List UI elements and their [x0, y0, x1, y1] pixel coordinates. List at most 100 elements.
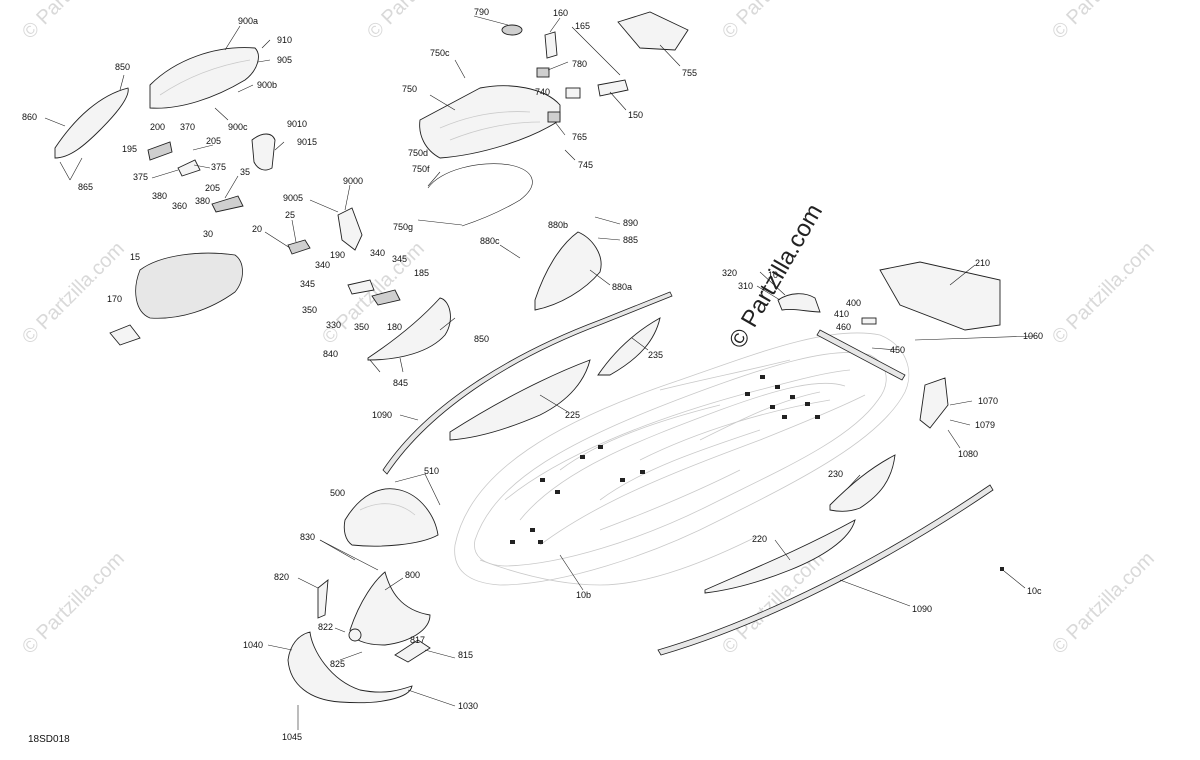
callout-label: 210 — [975, 258, 990, 268]
callout-label: 235 — [648, 350, 663, 360]
callout-label: 815 — [458, 650, 473, 660]
watermark: © Partzilla.com — [1048, 238, 1159, 349]
callout-label: 820 — [274, 572, 289, 582]
callout-label: 35 — [240, 167, 250, 177]
callout-label: 817 — [410, 635, 425, 645]
callout-label: 170 — [107, 294, 122, 304]
callout-label: 1030 — [458, 701, 478, 711]
callout-label: 850 — [474, 334, 489, 344]
callout-label: 755 — [682, 68, 697, 78]
watermark: © Partzilla.com — [1048, 0, 1159, 44]
callout-label: 1090 — [912, 604, 932, 614]
callout-label: 745 — [578, 160, 593, 170]
callout-label: 380 — [195, 196, 210, 206]
callout-label: 230 — [828, 469, 843, 479]
callout-label: 460 — [836, 322, 851, 332]
callout-labels: 900a 910 905 900b 900c 850 860 865 200 3… — [22, 7, 1043, 742]
callout-label: 790 — [474, 7, 489, 17]
callout-label: 340 — [370, 248, 385, 258]
watermark: © Partzilla.com — [1048, 548, 1159, 659]
callout-label: 375 — [211, 162, 226, 172]
callout-label: 205 — [206, 136, 221, 146]
callout-label: 185 — [414, 268, 429, 278]
callout-label: 20 — [252, 224, 262, 234]
callout-label: 370 — [180, 122, 195, 132]
callout-label: 450 — [890, 345, 905, 355]
callout-label: 350 — [302, 305, 317, 315]
callout-label: 750f — [412, 164, 430, 174]
callout-label: 845 — [393, 378, 408, 388]
callout-label: 1060 — [1023, 331, 1043, 341]
callout-label: 350 — [354, 322, 369, 332]
callout-label: 25 — [285, 210, 295, 220]
callout-label: 885 — [623, 235, 638, 245]
callout-label: 1080 — [958, 449, 978, 459]
callout-label: 750 — [402, 84, 417, 94]
callout-label: 750g — [393, 222, 413, 232]
callout-label: 1045 — [282, 732, 302, 742]
callout-label: 340 — [315, 260, 330, 270]
callout-label: 30 — [203, 229, 213, 239]
callout-label: 830 — [300, 532, 315, 542]
callout-label: 840 — [323, 349, 338, 359]
callout-label: 200 — [150, 122, 165, 132]
callout-label: 750c — [430, 48, 450, 58]
callout-label: 765 — [572, 132, 587, 142]
watermark: © Partzilla.com — [363, 0, 474, 44]
callout-label: 345 — [392, 254, 407, 264]
callout-label: 10b — [576, 590, 591, 600]
diagram-code: 18SD018 — [28, 734, 70, 745]
callout-label: 9000 — [343, 176, 363, 186]
callout-label: 10 — [768, 270, 778, 280]
callout-label: 190 — [330, 250, 345, 260]
callout-label: 1070 — [978, 396, 998, 406]
callout-label: 880b — [548, 220, 568, 230]
callout-label: 860 — [22, 112, 37, 122]
callout-label: 400 — [846, 298, 861, 308]
callout-label: 310 — [738, 281, 753, 291]
callout-label: 360 — [172, 201, 187, 211]
callout-label: 225 — [565, 410, 580, 420]
callout-label: 905 — [277, 55, 292, 65]
callout-label: 1079 — [975, 420, 995, 430]
callout-label: 825 — [330, 659, 345, 669]
callout-label: 880c — [480, 236, 500, 246]
callout-label: 9015 — [297, 137, 317, 147]
callout-label: 880a — [612, 282, 632, 292]
callout-label: 910 — [277, 35, 292, 45]
callout-label: 410 — [834, 309, 849, 319]
watermark: © Partzilla.com — [18, 0, 129, 44]
leader-lines — [44, 15, 1036, 730]
callout-label: 220 — [752, 534, 767, 544]
center-watermark: © Partzilla.com — [724, 199, 828, 353]
callout-label: 165 — [575, 21, 590, 31]
parts — [54, 11, 1004, 704]
callout-label: 320 — [722, 268, 737, 278]
watermark: © Partzilla.com — [718, 0, 829, 44]
callout-label: 740 — [535, 87, 550, 97]
callout-label: 180 — [387, 322, 402, 332]
callout-label: 1090 — [372, 410, 392, 420]
hull-outline — [454, 332, 910, 586]
callout-label: 865 — [78, 182, 93, 192]
watermark: © Partzilla.com — [18, 548, 129, 659]
callout-label: 205 — [205, 183, 220, 193]
callout-label: 160 — [553, 8, 568, 18]
callout-label: 380 — [152, 191, 167, 201]
callout-label: 822 — [318, 622, 333, 632]
callout-label: 500 — [330, 488, 345, 498]
callout-label: 345 — [300, 279, 315, 289]
callout-label: 750d — [408, 148, 428, 158]
callout-label: 10c — [1027, 586, 1042, 596]
callout-label: 195 — [122, 144, 137, 154]
callout-label: 780 — [572, 59, 587, 69]
callout-label: 510 — [424, 466, 439, 476]
callout-label: 15 — [130, 252, 140, 262]
callout-label: 375 — [133, 172, 148, 182]
callout-label: 890 — [623, 218, 638, 228]
callout-label: 800 — [405, 570, 420, 580]
callout-label: 900b — [257, 80, 277, 90]
callout-label: 850 — [115, 62, 130, 72]
callout-label: 9010 — [287, 119, 307, 129]
